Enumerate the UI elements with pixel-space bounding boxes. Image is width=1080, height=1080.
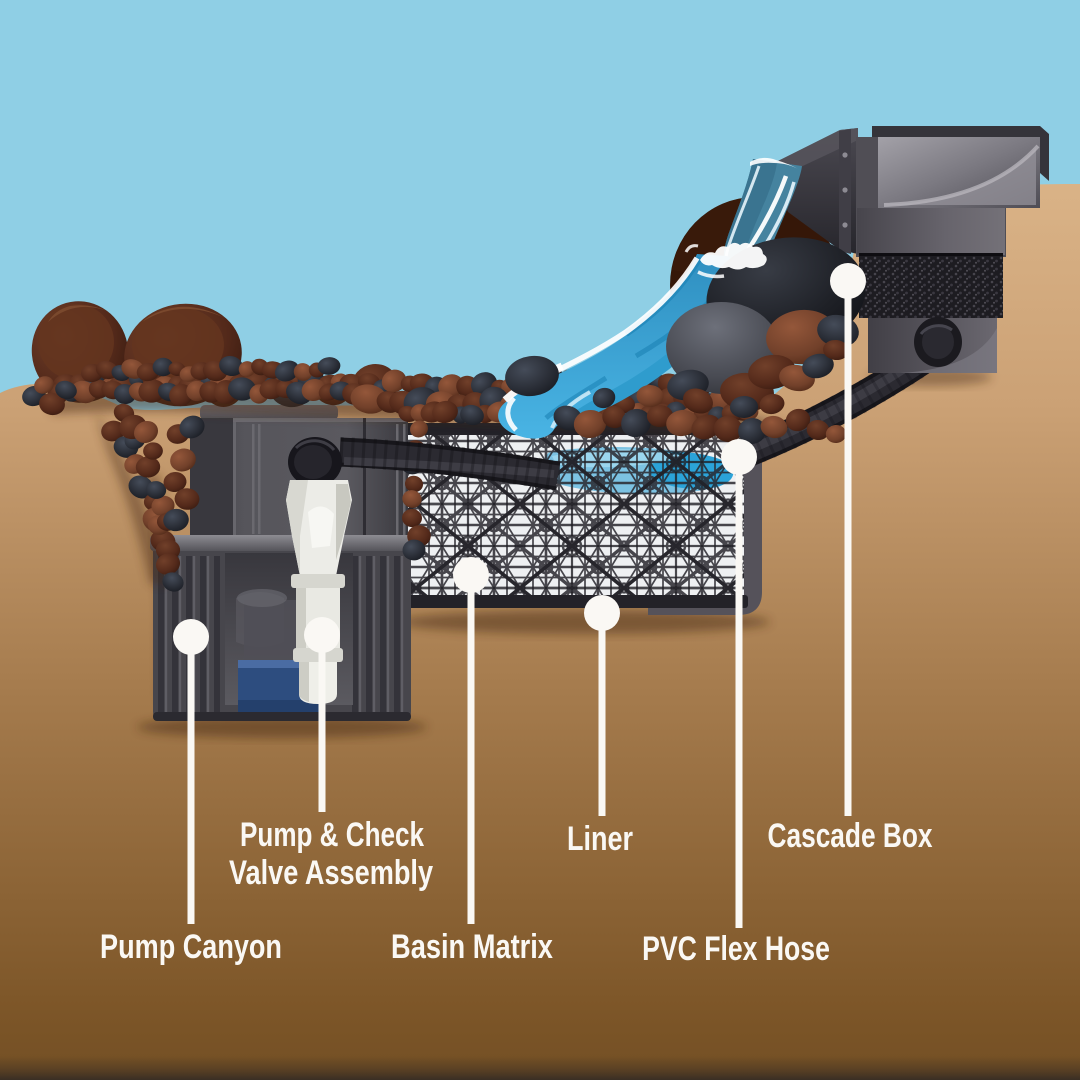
svg-text:Pump Canyon: Pump Canyon (100, 927, 282, 966)
svg-text:Basin Matrix: Basin Matrix (391, 927, 553, 966)
svg-text:Liner: Liner (567, 819, 633, 858)
svg-text:Valve Assembly: Valve Assembly (229, 853, 433, 892)
svg-text:Cascade Box: Cascade Box (767, 817, 932, 855)
svg-text:PVC Flex Hose: PVC Flex Hose (642, 930, 830, 968)
svg-text:Pump & Check: Pump & Check (240, 817, 424, 854)
